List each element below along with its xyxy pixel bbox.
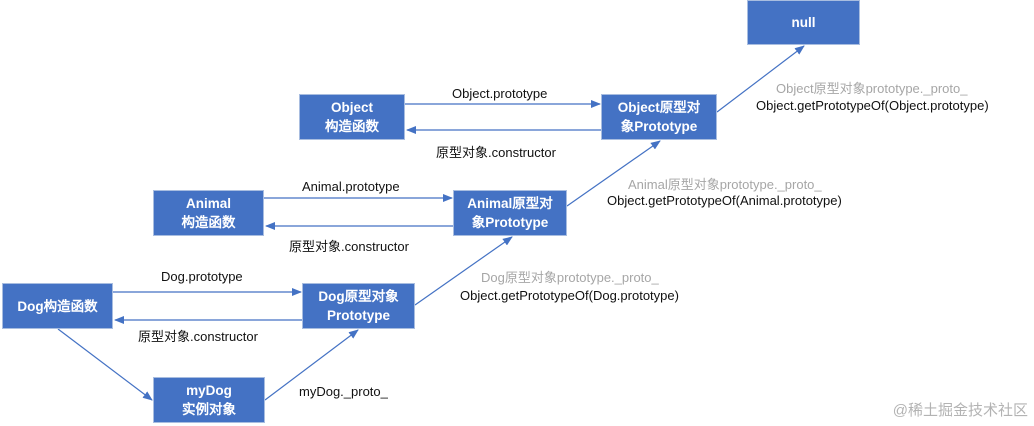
- node-null-label: null: [791, 15, 816, 30]
- node-label-line2: 象Prototype: [471, 215, 549, 230]
- node-object-constructor: Object 构造函数: [299, 94, 405, 140]
- node-dog-prototype: Dog原型对象 Prototype: [302, 283, 415, 329]
- label-object-prototype: Object.prototype: [452, 86, 548, 101]
- node-label-line2: 构造函数: [325, 119, 379, 134]
- node-dog-constructor: Dog构造函数: [2, 283, 113, 329]
- label-object-getprototypeof: Object.getPrototypeOf(Object.prototype): [756, 98, 989, 113]
- label-dog-proto-grey: Dog原型对象prototype._proto_: [481, 270, 659, 285]
- node-label-line1: myDog: [186, 383, 232, 398]
- label-object-constructor: 原型对象.constructor: [436, 145, 556, 160]
- label-animal-proto-grey: Animal原型对象prototype._proto_: [628, 177, 822, 192]
- label-dog-getprototypeof: Object.getPrototypeOf(Dog.prototype): [460, 288, 679, 303]
- label-mydog-proto: myDog._proto_: [299, 384, 388, 399]
- label-dog-prototype: Dog.prototype: [161, 269, 243, 284]
- watermark: @稀土掘金技术社区: [892, 402, 1028, 419]
- arrow-object-to-null: [716, 45, 805, 113]
- arrow-dog-to-animal: [414, 236, 513, 306]
- label-object-proto-grey: Object原型对象prototype._proto_: [776, 81, 968, 96]
- node-label-line1: Object: [330, 100, 373, 115]
- label-animal-getprototypeof: Object.getPrototypeOf(Animal.prototype): [607, 193, 842, 208]
- label-animal-constructor: 原型对象.constructor: [289, 239, 409, 254]
- node-label-line1: Animal原型对: [467, 196, 553, 211]
- node-label-line1: Dog构造函数: [17, 298, 98, 314]
- arrow-mydog-proto: [264, 329, 359, 401]
- node-label-line2: Prototype: [326, 308, 390, 323]
- label-animal-prototype: Animal.prototype: [302, 179, 400, 194]
- label-dog-constructor: 原型对象.constructor: [138, 329, 258, 344]
- arrow-animal-to-object: [566, 140, 661, 207]
- node-mydog-instance: myDog 实例对象: [153, 377, 265, 423]
- arrow-dog-new-instance: [57, 328, 153, 401]
- node-label-line1: Dog原型对象: [318, 289, 399, 304]
- node-label-line2: 实例对象: [182, 402, 236, 417]
- node-label-line1: Object原型对: [617, 100, 701, 115]
- node-object-prototype: Object原型对 象Prototype: [601, 94, 717, 140]
- node-label-line1: Animal: [185, 196, 231, 211]
- node-animal-constructor: Animal 构造函数: [153, 190, 264, 236]
- node-null: null: [747, 0, 860, 45]
- node-label-line2: 象Prototype: [620, 119, 698, 134]
- node-animal-prototype: Animal原型对 象Prototype: [453, 190, 567, 236]
- node-label-line2: 构造函数: [181, 215, 236, 230]
